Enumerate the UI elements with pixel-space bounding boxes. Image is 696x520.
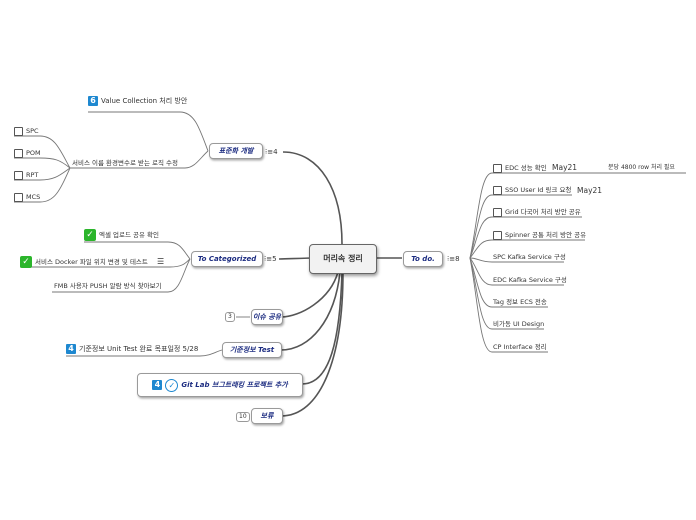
node-sso[interactable]: SSO User Id 링크 요청 [493,185,571,195]
node-spc[interactable]: SPC [14,126,39,136]
node-label: 엑셀 업로드 공유 확인 [99,231,160,239]
node-docker[interactable]: ✓서비스 Docker 파일 위치 변경 및 테스트 [20,256,148,268]
node-spc-kafka[interactable]: SPC Kafka Service 구성 [493,253,566,261]
branch-todo-count[interactable]: ⁝≡8 [447,254,460,264]
link-base-test [280,271,341,351]
branch-categorized[interactable]: To Categorized [191,251,263,267]
node-label: SPC [26,127,39,135]
branch-gitlab[interactable]: 4✓Git Lab 브그트래킹 프로젝트 추가 [137,373,303,397]
node-edc-perf-note[interactable]: 분당 4800 row 처리 필요 [608,164,675,171]
checkbox-icon[interactable] [493,207,502,217]
node-grid[interactable]: Grid 다국어 처리 방안 공유 [493,207,581,217]
edc-perf-due-date: May21 [552,163,578,172]
node-pom[interactable]: POM [14,148,41,158]
node-excel[interactable]: ✓엑셀 업로드 공유 확인 [84,229,159,241]
notes-icon[interactable]: ☰ [157,257,165,266]
node-label: EDC 성능 확인 [505,164,547,172]
branch-standard-count[interactable]: ⁝≡4 [265,147,278,157]
node-label: Spinner 공통 처리 방안 공유 [505,231,587,239]
node-service-env[interactable]: 서비스 이름 환경변수로 받는 로직 수정 [72,159,179,167]
checkbox-icon[interactable] [14,170,23,180]
checkbox-icon[interactable] [14,148,23,158]
branch-issue[interactable]: 이슈 공유 [251,309,283,325]
task-done-icon: ✓ [165,378,179,392]
link-issue [280,271,339,318]
node-label: RPT [26,171,39,179]
node-edc-kafka[interactable]: EDC Kafka Service 구성 [493,276,567,284]
branch-base-test[interactable]: 기준정보 Test [222,342,282,358]
priority-4-icon: 4 [66,344,76,354]
count-value: 8 [455,255,460,263]
checkbox-icon[interactable] [493,230,502,240]
node-spinner[interactable]: Spinner 공통 처리 방안 공유 [493,230,586,240]
sso-due-date: May21 [577,186,603,195]
node-fmb[interactable]: FMB 사용자 PUSH 알람 방식 찾아보기 [54,282,162,290]
priority-4-icon: 4 [152,380,163,390]
hold-count-badge: 10 [236,412,250,422]
link-hold [280,271,344,417]
priority-6-icon: 6 [88,96,98,106]
node-label: Grid 다국어 처리 방안 공유 [505,208,581,216]
node-label: Git Lab 브그트래킹 프로젝트 추가 [181,381,288,389]
collapse-icon: ⁝≡ [264,255,273,263]
node-label: 서비스 Docker 파일 위치 변경 및 테스트 [35,258,148,266]
branch-hold[interactable]: 보류 [251,408,283,424]
check-icon: ✓ [20,256,32,268]
node-label: MCS [26,193,41,201]
check-icon: ✓ [84,229,96,241]
node-edc-perf[interactable]: EDC 성능 확인 [493,163,547,173]
node-tag[interactable]: Tag 정보 ECS 전송 [493,298,547,306]
link-standard [282,151,343,245]
checkbox-icon[interactable] [14,192,23,202]
node-label: POM [26,149,41,157]
collapse-icon: ⁝≡ [265,148,274,156]
checkbox-icon[interactable] [14,126,23,136]
link-gitlab [301,271,343,385]
node-label: SSO User Id 링크 요청 [505,186,572,194]
branch-standard[interactable]: 표준화 개발 [209,143,263,159]
checkbox-icon[interactable] [493,163,502,173]
checkbox-icon[interactable] [493,185,502,195]
node-cp[interactable]: CP Interface 정리 [493,343,547,351]
main-connectors [278,151,402,417]
count-value: 4 [273,148,278,156]
node-visual[interactable]: 비가동 UI Design [493,320,545,328]
collapse-icon: ⁝≡ [447,255,456,263]
node-mcs[interactable]: MCS [14,192,40,202]
node-label: 기준정보 Unit Test 완료 목표일정 5/28 [79,345,199,353]
count-value: 5 [272,255,277,263]
sub-connectors [14,111,686,417]
node-label: Value Collection 처리 방안 [101,97,188,105]
branch-categorized-count[interactable]: ⁝≡5 [264,254,277,264]
central-topic[interactable]: 머리속 정리 [309,244,377,274]
branch-todo[interactable]: To do. [403,251,443,267]
issue-count-badge: 3 [225,312,235,322]
node-rpt[interactable]: RPT [14,170,38,180]
